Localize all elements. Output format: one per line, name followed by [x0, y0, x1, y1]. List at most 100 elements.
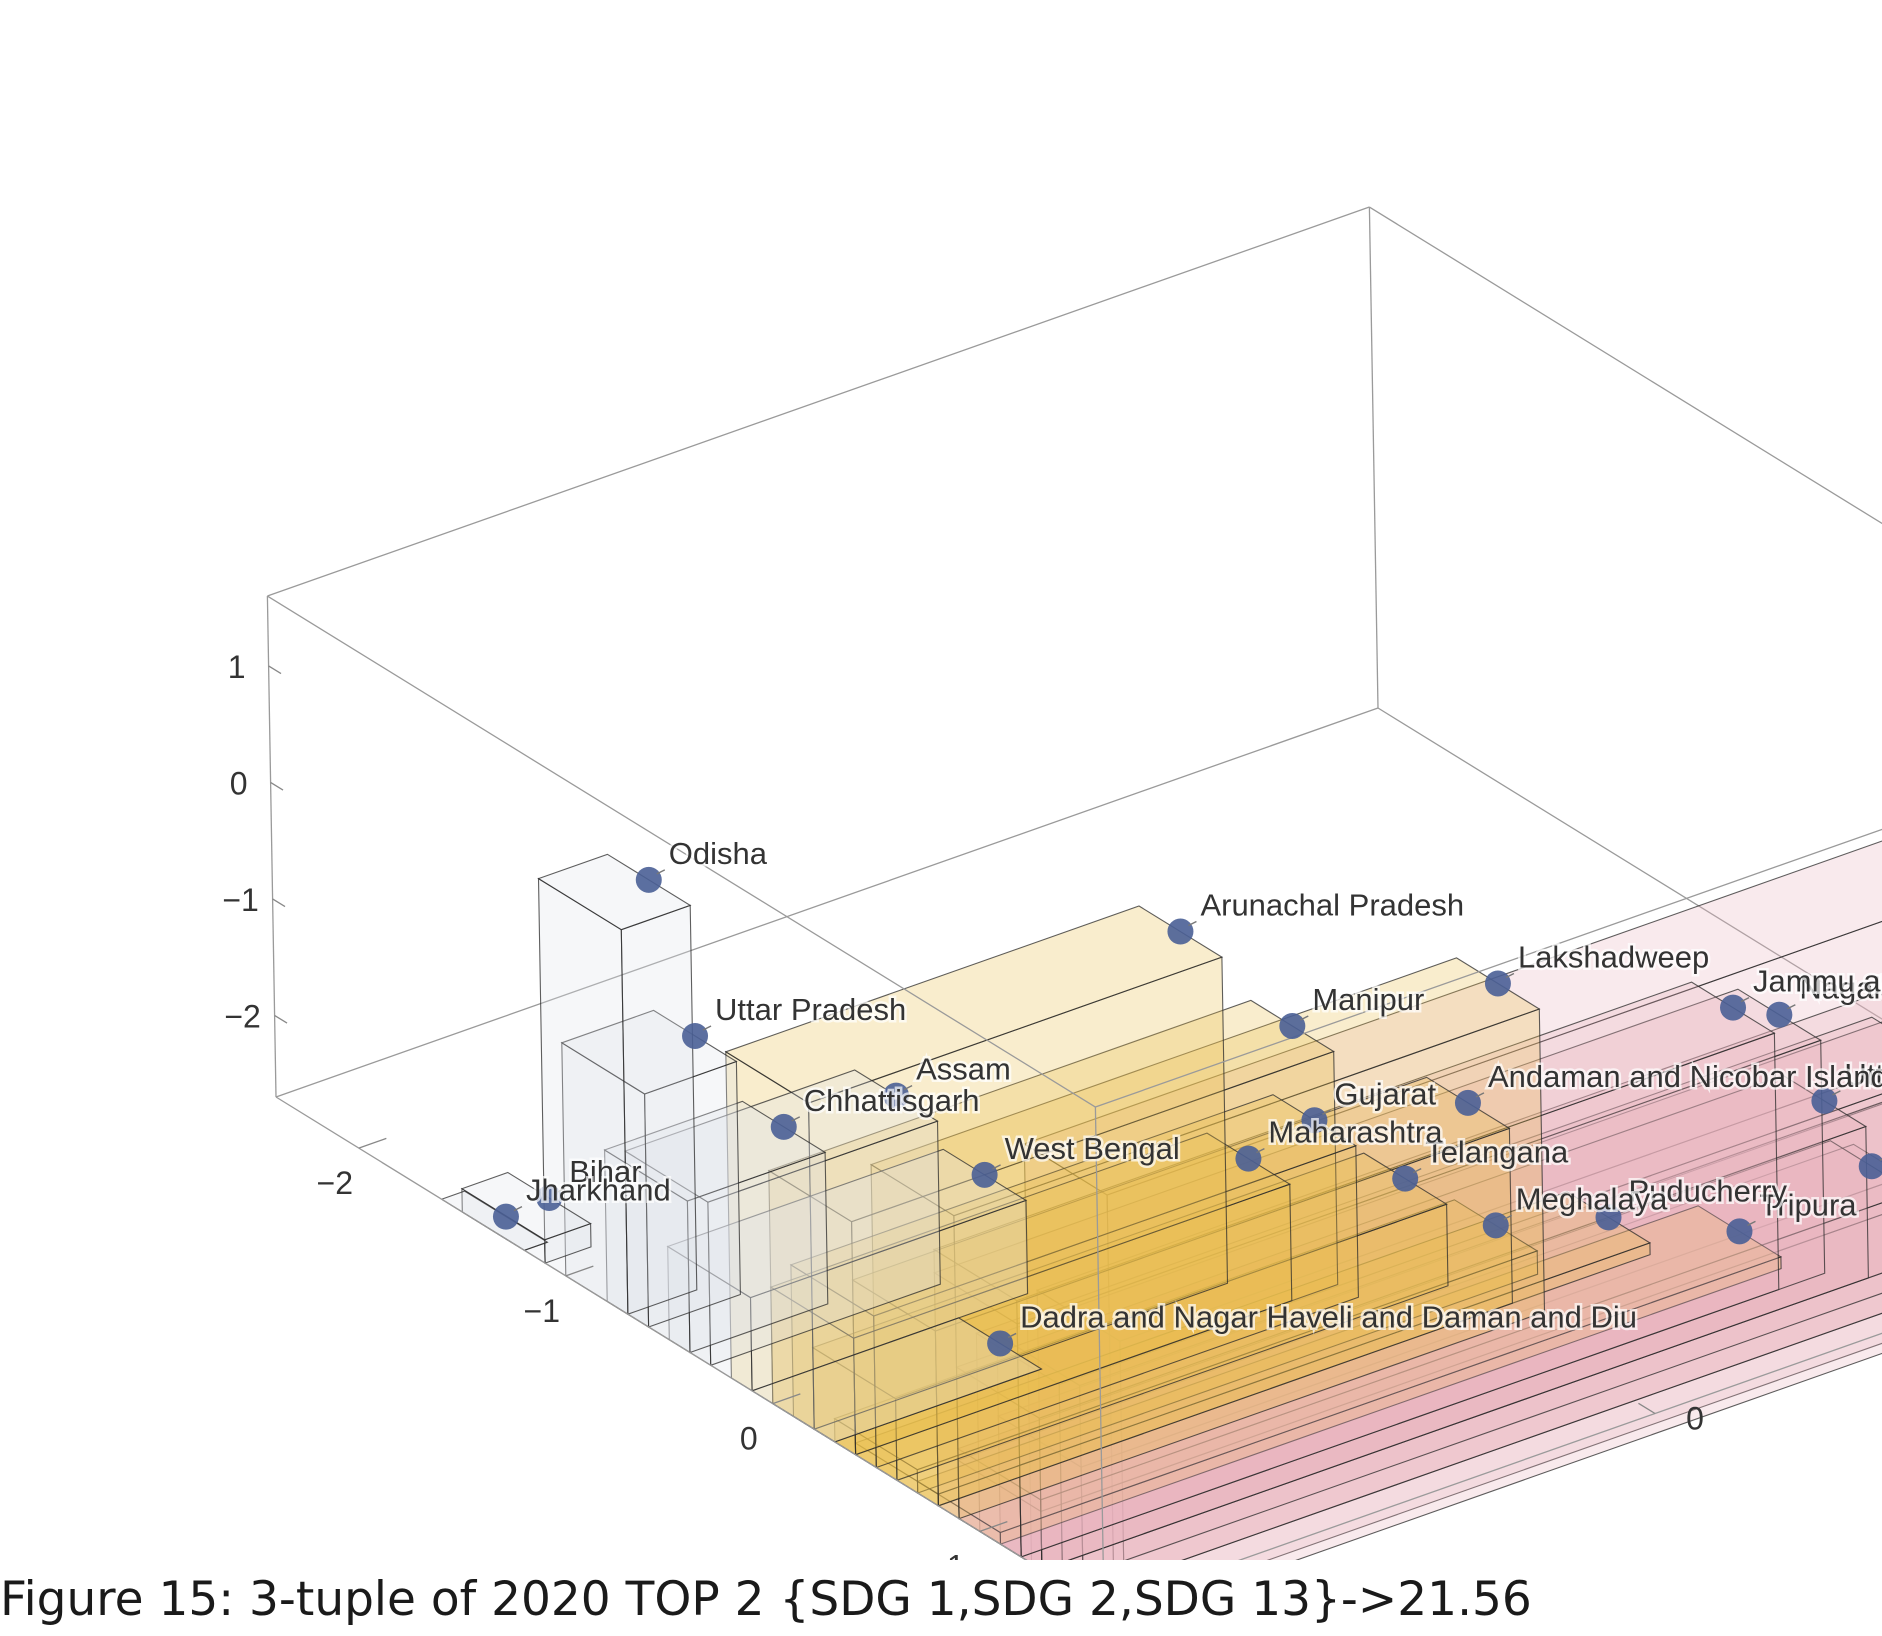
box-edge	[267, 206, 1370, 597]
box-edge	[267, 595, 1096, 1108]
point-label: Uttarakhand	[1844, 1057, 1882, 1092]
bar-face	[789, 1094, 1358, 1317]
bar-face	[1035, 991, 1882, 1342]
data-points: ChandigarhKeralaTamil NaduMizoramAndhra …	[492, 833, 1882, 1357]
bar-face	[956, 1143, 1882, 1513]
box-edge	[1369, 206, 1882, 525]
label-leader	[1300, 1015, 1309, 1021]
data-point	[1235, 1145, 1262, 1172]
figure-caption: Figure 15: 3-tuple of 2020 TOP 2 {SDG 1,…	[0, 1572, 1532, 1627]
bar-face	[769, 1132, 1292, 1339]
tick-mark	[268, 665, 282, 675]
bar-face	[603, 1100, 827, 1202]
plot-box-back	[275, 207, 1882, 1098]
label-leader	[1475, 1092, 1485, 1098]
point-label: Dadra and Nagar Haveli and Daman and Diu	[1020, 1299, 1637, 1334]
chart-plot: −2−101−202−2−101 ChandigarhKeralaTamil N…	[222, 206, 1882, 1560]
bar-face	[724, 905, 1224, 1104]
tick-mark	[274, 1014, 288, 1024]
point-label: Andaman and Nicobar Islands	[1488, 1059, 1882, 1094]
data-point	[987, 1330, 1014, 1357]
data-point	[1392, 1165, 1419, 1192]
label-leader	[1007, 1332, 1017, 1339]
tick-mark	[979, 1521, 1008, 1532]
label-leader	[656, 869, 666, 875]
tick-label: −2	[224, 998, 260, 1034]
tick-label: 1	[228, 649, 246, 685]
tick-label: 0	[1686, 1401, 1704, 1437]
tick-label: 0	[230, 765, 248, 801]
bar-face	[869, 957, 1541, 1217]
bar-face	[537, 853, 692, 931]
plot-box-front	[266, 206, 1882, 1560]
data-point	[1279, 1012, 1306, 1039]
point-label: Uttar Pradesh	[715, 992, 906, 1027]
label-leader	[1616, 1206, 1625, 1212]
tick-mark	[270, 781, 284, 791]
bar-face	[620, 904, 698, 1315]
bar-face	[995, 1021, 1882, 1387]
data-point	[770, 1113, 797, 1140]
data-point	[971, 1161, 998, 1188]
label-leader	[1740, 996, 1750, 1003]
point-label: Maharashtra	[1268, 1115, 1443, 1150]
label-leader	[702, 1025, 712, 1031]
data-point	[1720, 994, 1747, 1021]
label-leader	[1879, 1158, 1882, 1161]
tick-label: −1	[222, 882, 258, 918]
data-point	[1766, 1001, 1793, 1028]
point-label: Assam	[916, 1052, 1011, 1087]
point-label: Nagaland	[1799, 971, 1882, 1006]
data-point	[492, 1203, 519, 1230]
data-point	[1726, 1218, 1753, 1245]
tick-mark	[1638, 1402, 1656, 1415]
bar-face	[916, 1205, 1783, 1534]
label-leader	[1505, 972, 1515, 979]
tick-mark	[358, 1137, 387, 1149]
data-point	[1811, 1087, 1838, 1114]
data-point	[1167, 918, 1194, 945]
bar-face	[833, 1199, 1539, 1471]
data-point	[883, 1082, 910, 1109]
box-edge	[266, 596, 277, 1098]
point-label: Tripura	[1759, 1187, 1857, 1222]
data-point	[1301, 1107, 1328, 1134]
point-label: Lakshadweep	[1518, 939, 1709, 974]
point-label: Gujarat	[1334, 1076, 1436, 1111]
data-point	[536, 1185, 563, 1212]
label-leader	[556, 1187, 566, 1193]
data-point	[1858, 1153, 1882, 1180]
tick-label: 0	[740, 1421, 758, 1457]
point-label: Arunachal Pradesh	[1200, 888, 1464, 923]
point-label: Manipur	[1312, 982, 1424, 1017]
data-point	[1484, 970, 1511, 997]
tick-mark	[272, 898, 286, 908]
bar-face	[666, 1148, 1028, 1299]
data-point	[1454, 1089, 1481, 1116]
label-leader	[1322, 1109, 1331, 1115]
bar-face	[1119, 1071, 1882, 1560]
label-leader	[1747, 1220, 1756, 1227]
bar-face	[811, 1152, 1448, 1400]
tick-mark	[565, 1265, 594, 1277]
data-point	[1482, 1212, 1509, 1239]
box-edge	[1094, 1107, 1104, 1560]
tick-label: −2	[317, 1165, 353, 1201]
point-label: Chhattisgarh	[804, 1083, 980, 1118]
label-leader	[1832, 1090, 1841, 1096]
box-edge	[1095, 828, 1882, 1108]
label-leader	[903, 1084, 913, 1091]
label-leader	[1412, 1168, 1422, 1174]
point-label: Telangana	[1425, 1135, 1569, 1170]
label-leader	[1188, 920, 1197, 927]
label-leader	[791, 1116, 801, 1122]
label-leader	[513, 1206, 523, 1212]
box-edge	[275, 707, 1379, 1098]
axis-ticks: −2−101−202−2−101	[222, 649, 1704, 1560]
bar-face	[854, 1191, 1652, 1495]
point-label: Puducherry	[1629, 1173, 1788, 1208]
label-leader	[1787, 1004, 1796, 1010]
tick-label: −1	[524, 1293, 560, 1329]
point-label: Bihar	[569, 1154, 641, 1189]
data-point	[682, 1022, 709, 1049]
